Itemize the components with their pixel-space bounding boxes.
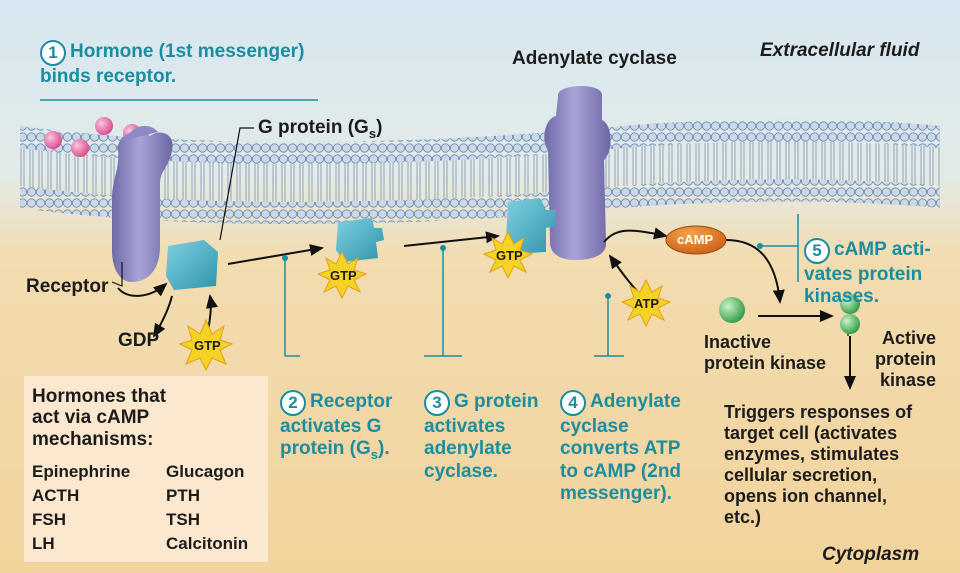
active-kinase-shape xyxy=(840,294,860,334)
leader-dots xyxy=(282,243,763,299)
atp-label: ATP xyxy=(634,296,660,311)
step-4-text: Adenylate cyclase converts ATP to cAMP (… xyxy=(560,391,682,504)
step-2-subscript: s xyxy=(370,447,379,463)
hormone-name: ACTH xyxy=(32,486,80,505)
g-protein-bound xyxy=(166,240,218,290)
hormone-name: LH xyxy=(32,534,55,553)
atp-burst xyxy=(620,278,672,328)
g-protein-moving xyxy=(336,218,384,262)
cytoplasm-label: Cytoplasm xyxy=(822,544,920,565)
active-kinase-label: Active protein kinase xyxy=(875,328,936,391)
extracellular-label: Extracellular fluid xyxy=(760,40,920,61)
step-3-number: 3 xyxy=(424,390,450,417)
g-protein-subscript: s xyxy=(368,125,377,141)
gtp-burst-2 xyxy=(316,250,368,300)
step-4-number: 4 xyxy=(560,390,586,417)
inactive-kinase-label: Inactive protein kinase xyxy=(704,332,827,374)
step-2-number: 2 xyxy=(280,390,306,417)
triggers-label: Triggers responses of target cell (activ… xyxy=(724,402,913,528)
camp-label: cAMP xyxy=(677,232,714,247)
step-2-text: Receptor activates G protein (G xyxy=(280,391,393,460)
g-protein-text: G protein (G xyxy=(258,117,369,138)
step-1-number: 1 xyxy=(40,40,66,66)
gtp-label-3: GTP xyxy=(496,248,523,263)
gtp-burst-1 xyxy=(178,318,234,372)
gtp-label-2: GTP xyxy=(330,268,357,283)
step-3-text: G protein activates adenylate cyclase. xyxy=(424,391,539,482)
g-protein-close: ) xyxy=(376,117,383,138)
step-5-number: 5 xyxy=(804,238,830,265)
hormone-name: FSH xyxy=(32,510,66,529)
cell-membrane xyxy=(20,119,940,225)
camp-molecule xyxy=(665,225,727,255)
adenylate-cyclase-protein xyxy=(544,85,611,260)
hormones-box: Hormones that act via cAMP mechanisms: E… xyxy=(24,376,268,562)
adenylate-cyclase-label: Adenylate cyclase xyxy=(512,48,677,69)
step-2-tail: ). xyxy=(378,438,390,460)
gdp-label: GDP xyxy=(118,330,160,351)
hormones-title: Hormones that act via cAMP mechanisms: xyxy=(32,386,167,450)
step-5-text: cAMP acti- vates protein kinases. xyxy=(804,239,931,308)
g-protein-cyclase xyxy=(506,198,556,254)
hormone-name: Glucagon xyxy=(166,462,245,481)
pathway-arrows xyxy=(117,227,856,390)
g-protein-label: G protein (Gs) xyxy=(258,117,382,141)
receptor-protein xyxy=(112,125,173,282)
hormone-name: PTH xyxy=(166,486,200,505)
receptor-label: Receptor xyxy=(26,276,109,297)
hormone-name: Epinephrine xyxy=(32,462,131,481)
gtp-label-1: GTP xyxy=(194,338,221,353)
leader-lines xyxy=(40,99,799,357)
hormone-name: Calcitonin xyxy=(166,534,249,553)
hormone-name: TSH xyxy=(166,510,200,529)
inactive-kinase-shape xyxy=(719,297,745,323)
step-1-text: Hormone (1st messenger) binds receptor. xyxy=(40,41,305,87)
gtp-burst-3 xyxy=(482,230,534,280)
